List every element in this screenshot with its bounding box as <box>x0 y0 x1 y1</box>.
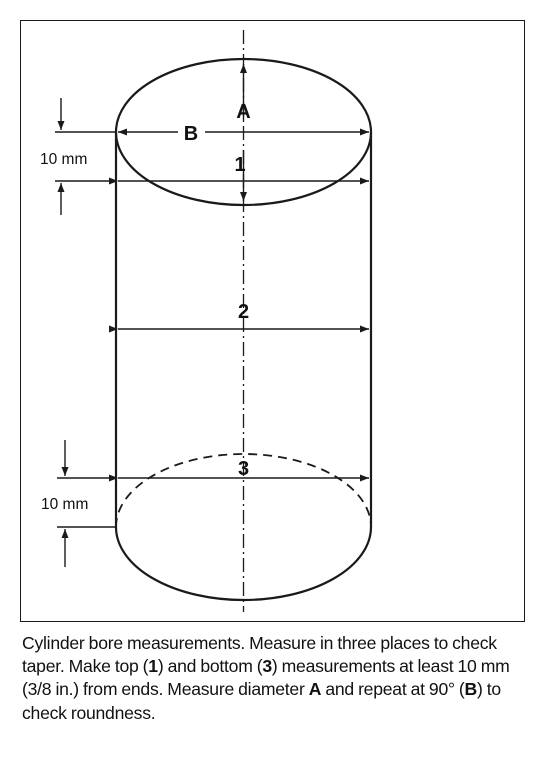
label-2: 2 <box>238 301 249 323</box>
label-b: B <box>184 123 198 145</box>
label-a: A <box>236 101 250 123</box>
caption-text-1: Cylinder bore measurements. Measure in t… <box>22 633 497 677</box>
caption-ref-diameter: A <box>308 679 322 700</box>
label-3: 3 <box>238 458 249 480</box>
bottom-bore-ellipse-front <box>114 526 373 602</box>
figure-frame <box>20 20 525 622</box>
top-offset-label: 10 mm <box>40 151 87 168</box>
caption-text-4: and repeat at 90° ( <box>321 679 465 700</box>
caption-text-2: ) and bottom ( <box>157 656 263 677</box>
caption-text-5: ) to check roundness. <box>22 679 501 723</box>
caption-ref-top: 1 <box>148 656 158 677</box>
caption-text-3: ) measurements at least 10 mm (3/8 in.) … <box>22 656 510 700</box>
figure-caption: Cylinder bore measurements. Measure in t… <box>22 632 517 725</box>
bottom-offset-label: 10 mm <box>41 496 88 513</box>
label-1: 1 <box>234 154 245 176</box>
caption-ref-repeat: B <box>464 679 478 700</box>
bottom-bore-ellipse-hidden <box>115 453 372 528</box>
caption-ref-bottom: 3 <box>262 656 272 677</box>
